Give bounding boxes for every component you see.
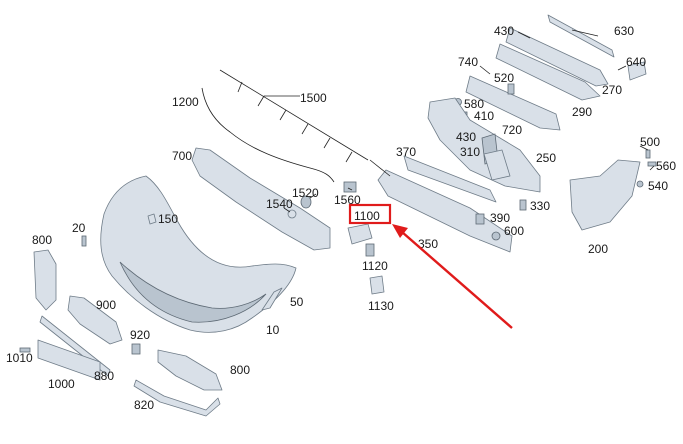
label-50: 50 (290, 295, 304, 309)
part-20-clip (81, 235, 87, 247)
part-820-trim (133, 379, 221, 417)
label-20: 20 (72, 221, 86, 235)
label-330: 330 (530, 199, 550, 213)
label-350: 350 (418, 237, 438, 251)
label-410: 410 (474, 109, 494, 123)
part-330-fastener (519, 199, 527, 211)
part-800-fog-grille (157, 349, 223, 391)
label-290: 290 (572, 105, 592, 119)
label-520: 520 (494, 71, 514, 85)
label-1500: 1500 (300, 91, 327, 105)
label-1200: 1200 (172, 95, 199, 109)
part-150-cap (147, 213, 157, 225)
part-430-upper-bracket (505, 27, 609, 87)
part-700-absorber (191, 147, 331, 251)
label-250: 250 (536, 151, 556, 165)
label-800b: 800 (230, 363, 250, 377)
label-800: 800 (32, 233, 52, 247)
part-number-labels: 630 430 740 640 520 270 580 410 290 1200… (6, 24, 676, 412)
label-1520: 1520 (292, 186, 319, 200)
label-1540: 1540 (266, 197, 293, 211)
label-1120: 1120 (362, 259, 388, 273)
label-270: 270 (602, 83, 622, 97)
highlight-arrow (392, 224, 513, 329)
label-880: 880 (94, 369, 114, 383)
part-310-insert (483, 149, 511, 181)
part-600-fastener (491, 231, 501, 241)
label-900: 900 (96, 298, 116, 312)
label-310: 310 (460, 145, 480, 159)
part-290-rail (465, 75, 561, 131)
label-820: 820 (134, 398, 154, 412)
part-560-fastener (647, 161, 657, 167)
part-800-left-grille (33, 249, 57, 311)
part-350-absorber (403, 155, 497, 203)
label-1000: 1000 (48, 377, 75, 391)
leader-lines (264, 29, 655, 213)
label-920: 920 (130, 328, 150, 342)
label-600: 600 (504, 224, 524, 238)
part-200-side-bracket (569, 159, 641, 231)
part-1560-sensor (343, 181, 357, 193)
label-630: 630 (614, 24, 634, 38)
part-520-fastener (507, 83, 515, 95)
label-1130: 1130 (368, 299, 394, 313)
label-500: 500 (640, 135, 660, 149)
label-1560: 1560 (334, 193, 361, 207)
label-370: 370 (396, 145, 416, 159)
label-1010: 1010 (6, 351, 33, 365)
label-430b: 430 (456, 130, 476, 144)
part-920-bracket (131, 343, 141, 355)
part-1010-screw (19, 347, 31, 353)
part-1000-plate (37, 339, 101, 381)
part-1130-plate (369, 275, 385, 295)
label-430: 430 (494, 24, 514, 38)
label-390: 390 (490, 211, 510, 225)
part-1100-bracket (347, 223, 373, 245)
label-10: 10 (266, 323, 280, 337)
part-500-fastener (645, 149, 651, 159)
label-200: 200 (588, 242, 608, 256)
label-580: 580 (464, 97, 484, 111)
part-900-lower-grille (67, 295, 123, 345)
label-560: 560 (656, 159, 676, 173)
label-640: 640 (626, 55, 646, 69)
part-630-strip (547, 14, 615, 58)
part-1120-clip (365, 243, 375, 257)
part-1520-sensor (300, 195, 312, 209)
label-740: 740 (458, 55, 478, 69)
label-540: 540 (648, 179, 668, 193)
part-390-fastener (475, 213, 485, 225)
highlight-box-1100 (348, 203, 392, 225)
part-50-trim (261, 287, 283, 311)
part-1200-wire (201, 87, 335, 183)
part-1500-sensor-rail (219, 69, 369, 163)
part-370-beam (377, 169, 513, 253)
label-720: 720 (502, 123, 522, 137)
label-700: 700 (172, 149, 192, 163)
part-640-clip (627, 61, 647, 81)
part-540-fastener (636, 180, 644, 188)
label-150: 150 (158, 212, 178, 226)
part-270-bracket (495, 43, 601, 101)
part-10-lower-grille-opening (119, 261, 267, 323)
label-1100: 1100 (354, 209, 380, 223)
